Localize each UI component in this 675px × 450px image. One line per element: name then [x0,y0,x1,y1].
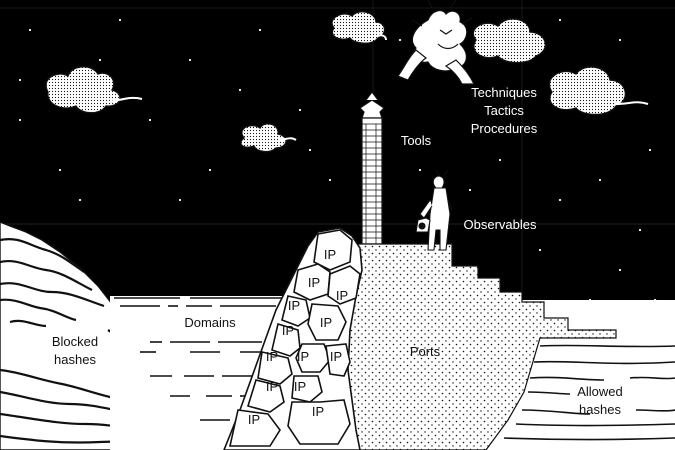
star-icon [18,78,22,82]
allowed-hashes-label-line1: Allowed [577,384,623,399]
tower-icon [359,91,385,245]
ip-stone [325,343,351,377]
ip-label: IP [324,247,336,262]
star-icon [558,18,562,22]
star-icon [298,108,302,112]
ip-label: IP [248,412,260,427]
ip-stone [246,379,285,413]
star-icon [208,168,212,172]
star-icon [148,118,152,122]
ip-stone [295,343,331,373]
star-icon [18,118,22,122]
star-icon [238,88,242,92]
star-icon [308,148,312,152]
star-icon [178,198,182,202]
star-icon [78,198,82,202]
star-icon [588,298,592,302]
stars [18,18,657,302]
star-icon [28,28,32,32]
stepped-pyramid [329,243,617,450]
star-icon [618,38,622,42]
ip-stone [271,322,301,357]
ip-stone [291,375,323,403]
cloud-icon [240,123,297,153]
ip-label: IP [308,275,320,290]
ip-stones [229,229,361,447]
observables-label: Observables [464,217,537,232]
star-icon [328,178,332,182]
ip-label: IP [336,288,348,303]
allowed-hashes-label-line2: hashes [579,402,621,417]
tactics-label: Tactics [484,103,524,118]
ip-label: IP [312,404,324,419]
cloud-icon [548,66,649,116]
star-icon [498,158,502,162]
star-icon [558,198,562,202]
right-ground [520,338,675,450]
ip-label: IP [294,379,306,394]
star-icon [638,228,642,232]
star-icon [538,248,542,252]
ports-label: Ports [410,344,441,359]
procedures-label: Procedures [471,121,538,136]
figure-with-lantern-icon [415,169,453,251]
cloud-icon [472,18,547,64]
water-lines [114,297,300,421]
ip-stone [229,409,281,447]
ip-stone [327,265,361,305]
tools-label: Tools [401,133,432,148]
cloud-icon [45,66,143,114]
ip-label: IP [297,349,309,364]
star-icon [468,188,472,192]
ip-stone [307,303,347,341]
ip-label: IP [282,323,294,338]
ip-label: IP [330,349,342,364]
dragon-demon-icon [397,0,475,85]
star-icon [258,28,262,32]
techniques-label: Techniques [471,85,537,100]
ip-stone [281,295,311,327]
star-icon [653,298,657,302]
blocked-hashes-label-line1: Blocked [52,334,98,349]
blocked-hashes-label-line2: hashes [54,352,96,367]
star-icon [598,178,602,182]
star-icon [58,168,62,172]
ip-stone [313,229,353,271]
ip-stone [257,351,293,385]
star-icon [398,38,402,42]
star-icon [418,168,422,172]
domains-label: Domains [184,315,236,330]
cloud-icon [331,11,387,44]
star-icon [118,18,122,22]
star-icon [98,58,102,62]
star-icon [618,268,622,272]
star-icon [188,58,192,62]
star-icon [648,148,652,152]
ip-label: IP [266,349,278,364]
ip-label: IP [266,379,278,394]
ip-stone [287,399,351,445]
ip-label: IP [320,315,332,330]
ip-label: IP [288,298,300,313]
ground-lines [503,344,675,441]
